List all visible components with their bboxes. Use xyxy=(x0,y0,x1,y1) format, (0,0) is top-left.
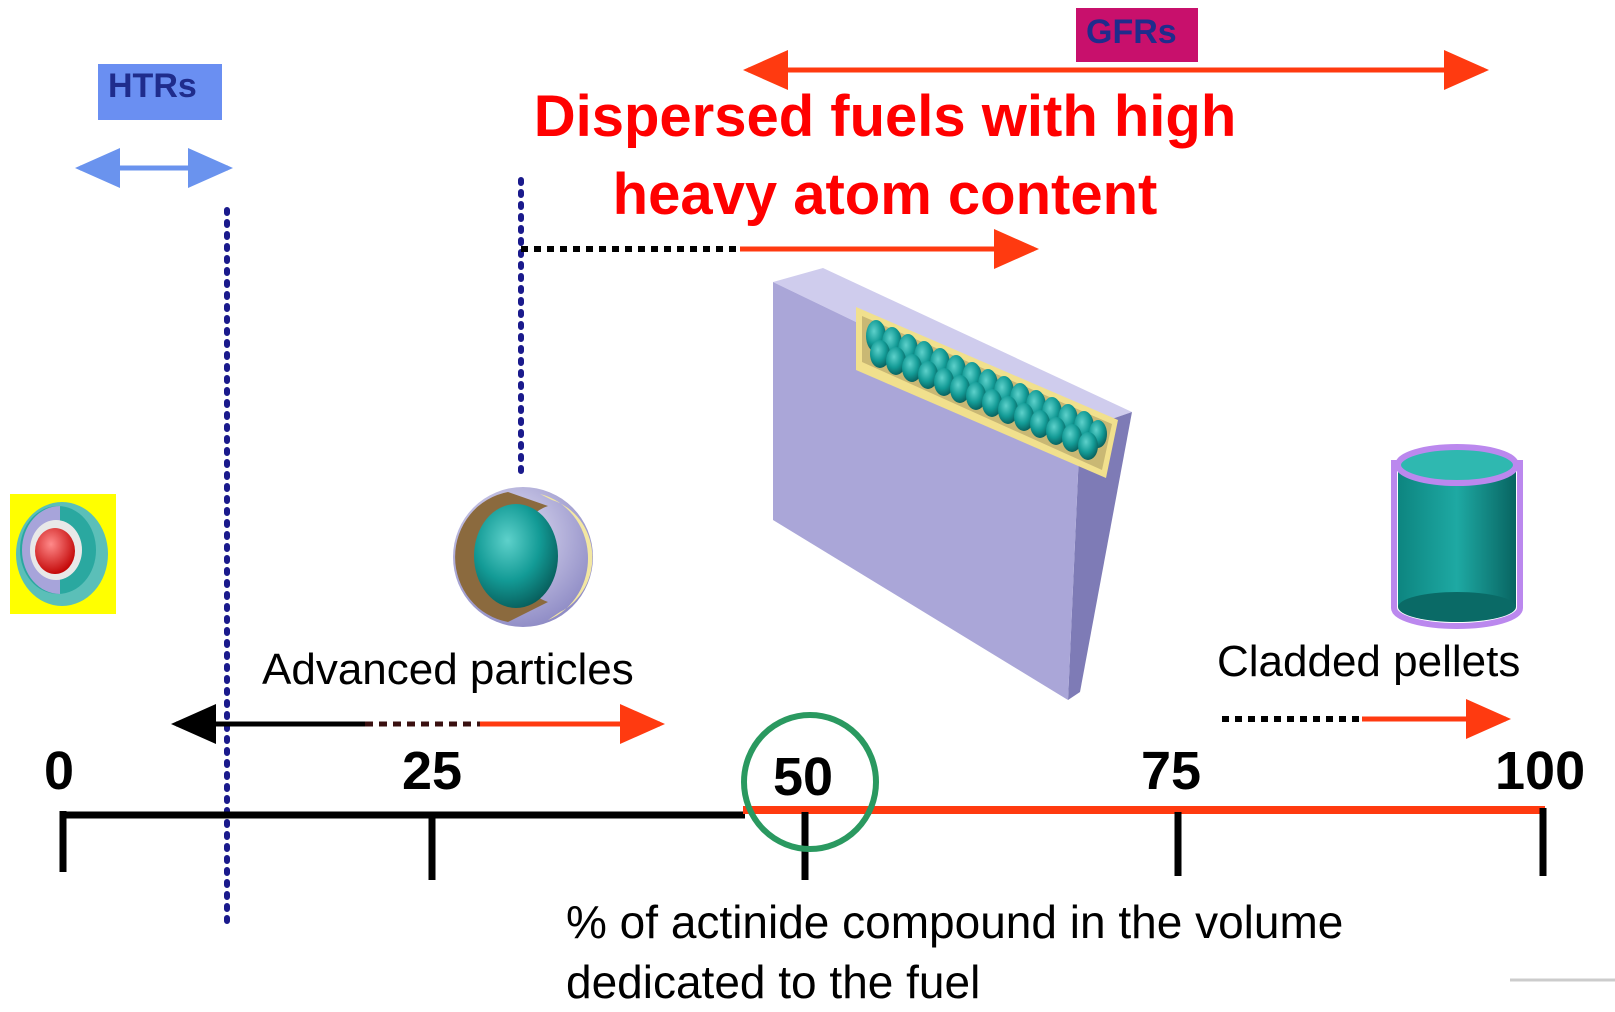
tick-label-75: 75 xyxy=(1141,741,1202,801)
gfrs-badge: GFRs xyxy=(1086,13,1177,51)
axis-title: % of actinide compound in the volume ded… xyxy=(566,892,1526,1012)
tick-label-0: 0 xyxy=(44,741,75,801)
tick-label-50: 50 xyxy=(773,747,834,807)
htr-particle-image xyxy=(10,494,116,614)
dispersed-fuel-plate-image xyxy=(773,268,1132,700)
htrs-badge: HTRs xyxy=(108,67,197,105)
tick-label-25: 25 xyxy=(402,741,463,801)
advanced-particles-label: Advanced particles xyxy=(262,645,634,694)
headline-line-1: Dispersed fuels with high xyxy=(533,84,1237,149)
headline-line-2: heavy atom content xyxy=(612,162,1158,227)
tick-50-highlight-circle xyxy=(741,712,879,852)
cladded-pellets-label: Cladded pellets xyxy=(1217,637,1521,686)
tick-label-100: 100 xyxy=(1495,741,1586,801)
axis-line xyxy=(59,806,1547,880)
htrs-badge-box xyxy=(98,64,222,120)
cladded-pellet-image xyxy=(1391,444,1523,629)
headline: Dispersed fuels with high heavy atom con… xyxy=(0,78,1615,234)
axis-title-line-1: % of actinide compound in the volume xyxy=(566,896,1344,948)
axis-title-line-2: dedicated to the fuel xyxy=(566,956,981,1008)
advanced-particle-image xyxy=(453,487,593,627)
